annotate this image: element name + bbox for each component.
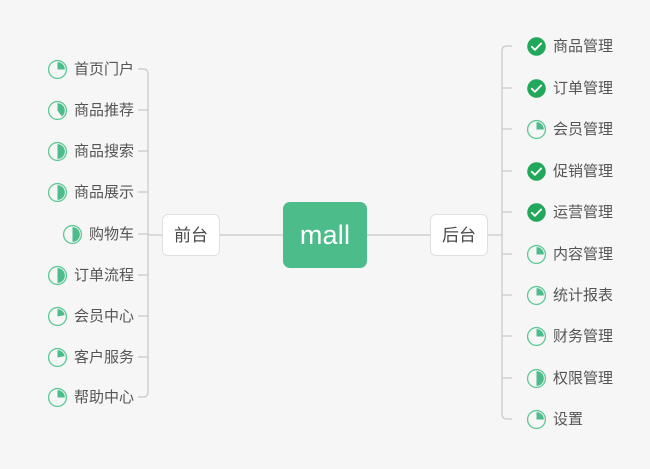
leaf-item-left-2[interactable]: 商品搜索: [47, 139, 134, 163]
pie-icon: [47, 59, 68, 79]
leaf-item-label: 购物车: [88, 225, 134, 243]
leaf-item-label: 运营管理: [553, 203, 614, 221]
leaf-item-right-0[interactable]: 商品管理: [526, 34, 613, 58]
leaf-item-left-0[interactable]: 首页门户: [47, 57, 134, 81]
center-node-label: mall: [299, 219, 351, 250]
leaf-item-label: 内容管理: [553, 245, 614, 263]
pie-icon: [47, 306, 68, 326]
leaf-item-label: 统计报表: [553, 286, 614, 304]
pie-icon: [62, 224, 83, 244]
leaf-item-left-4[interactable]: 购物车: [62, 222, 134, 246]
pie-icon: [47, 141, 68, 161]
leaf-item-label: 商品管理: [553, 37, 614, 55]
leaf-item-label: 商品搜索: [73, 142, 134, 160]
leaf-item-left-7[interactable]: 客户服务: [47, 345, 134, 369]
leaf-item-right-1[interactable]: 订单管理: [526, 76, 613, 100]
leaf-item-right-3[interactable]: 促销管理: [526, 159, 613, 183]
leaf-item-left-3[interactable]: 商品展示: [47, 180, 134, 204]
leaf-item-right-8[interactable]: 权限管理: [526, 366, 613, 390]
leaf-item-right-7[interactable]: 财务管理: [526, 324, 613, 348]
leaf-item-label: 订单管理: [553, 79, 614, 97]
branch-node-backend[interactable]: 后台: [430, 214, 488, 256]
leaf-item-left-5[interactable]: 订单流程: [47, 263, 134, 287]
pie-icon: [526, 119, 547, 139]
leaf-item-label: 权限管理: [553, 369, 614, 387]
pie-icon: [526, 368, 547, 388]
leaf-item-label: 会员管理: [553, 120, 614, 138]
leaf-item-label: 商品推荐: [73, 101, 134, 119]
pie-icon: [526, 244, 547, 264]
leaf-item-label: 设置: [553, 410, 584, 428]
leaf-item-right-4[interactable]: 运营管理: [526, 200, 613, 224]
leaf-item-right-5[interactable]: 内容管理: [526, 242, 613, 266]
branch-node-frontend-label: 前台: [174, 225, 208, 245]
leaf-item-label: 促销管理: [553, 162, 614, 180]
leaf-item-label: 客户服务: [73, 348, 134, 366]
center-node[interactable]: mall: [283, 202, 367, 268]
check-circle-icon: [527, 78, 546, 98]
leaf-item-left-8[interactable]: 帮助中心: [47, 385, 134, 409]
leaf-item-right-6[interactable]: 统计报表: [526, 283, 613, 307]
pie-icon: [47, 182, 68, 202]
check-circle-icon: [527, 161, 546, 181]
leaf-item-right-2[interactable]: 会员管理: [526, 117, 613, 141]
pie-icon: [526, 409, 547, 429]
pie-icon: [47, 100, 68, 120]
check-circle-icon: [527, 202, 546, 222]
pie-icon: [47, 347, 68, 367]
leaf-item-label: 商品展示: [73, 183, 134, 201]
leaf-item-label: 首页门户: [73, 60, 134, 78]
leaf-item-right-9[interactable]: 设置: [526, 407, 583, 431]
pie-icon: [47, 265, 68, 285]
branch-node-backend-label: 后台: [442, 225, 476, 245]
leaf-item-label: 财务管理: [553, 327, 614, 345]
branch-node-frontend[interactable]: 前台: [162, 214, 220, 256]
leaf-item-label: 会员中心: [73, 307, 134, 325]
check-circle-icon: [527, 36, 546, 56]
leaf-item-label: 帮助中心: [73, 388, 134, 406]
leaf-item-label: 订单流程: [73, 266, 134, 284]
pie-icon: [526, 285, 547, 305]
leaf-item-left-1[interactable]: 商品推荐: [47, 98, 134, 122]
pie-icon: [47, 387, 68, 407]
leaf-item-left-6[interactable]: 会员中心: [47, 304, 134, 328]
pie-icon: [526, 326, 547, 346]
